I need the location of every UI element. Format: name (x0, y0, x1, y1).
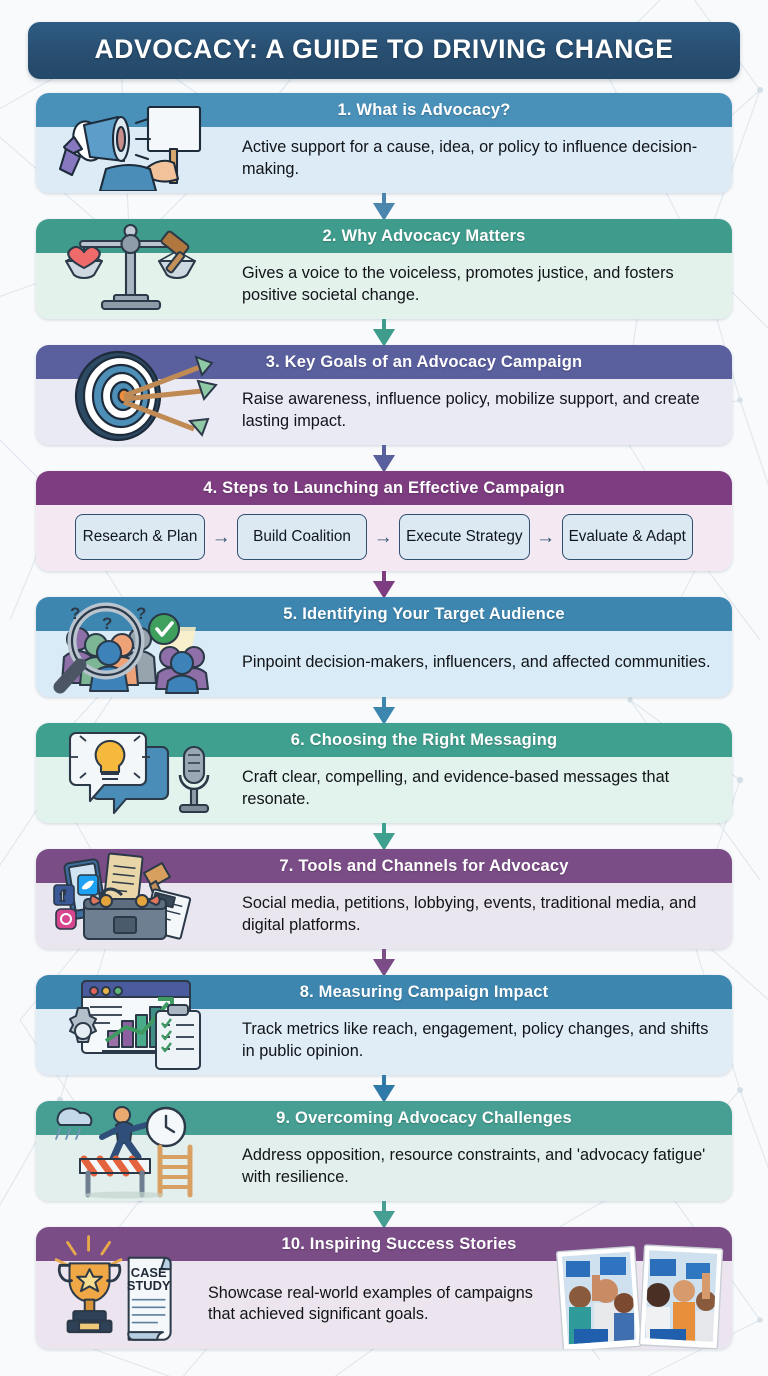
step-arrow-2-icon: → (373, 526, 393, 548)
section-9-text: Address opposition, resource constraints… (242, 1146, 706, 1187)
section-4-steps-row: Research & Plan → Build Coalition → Exec… (36, 505, 732, 572)
section-card-1[interactable]: 1. What is Advocacy? Active support for … (36, 93, 732, 194)
section-10-header: 10. Inspiring Success Stories (36, 1227, 732, 1262)
section-6-header: 6. Choosing the Right Messaging (36, 723, 732, 758)
step-chip-evaluate-adapt[interactable]: Evaluate & Adapt (561, 514, 693, 561)
connector-spacer-top (373, 79, 395, 93)
connector-1-2 (373, 193, 395, 220)
section-4-title: 4. Steps to Launching an Effective Campa… (203, 478, 565, 497)
section-card-2[interactable]: 2. Why Advocacy Matters Gives a voice to… (36, 219, 732, 320)
section-card-7[interactable]: 7. Tools and Channels for Advocacy Socia… (36, 849, 732, 950)
step-arrow-1-icon: → (211, 526, 231, 548)
section-6-title: 6. Choosing the Right Messaging (290, 730, 558, 749)
section-10-body: Showcase real-world examples of campaign… (36, 1261, 732, 1350)
section-1-text: Active support for a cause, idea, or pol… (242, 138, 698, 179)
section-10-title: 10. Inspiring Success Stories (281, 1234, 517, 1253)
title-banner: ADVOCACY: A GUIDE TO DRIVING CHANGE (28, 22, 740, 80)
section-8-header: 8. Measuring Campaign Impact (36, 975, 732, 1010)
section-5-text: Pinpoint decision-makers, influencers, a… (242, 653, 711, 672)
section-9-body: Address opposition, resource constraints… (36, 1135, 732, 1202)
connector-6-7 (373, 823, 395, 850)
connector-8-9 (373, 1075, 395, 1102)
connector-3-4 (373, 445, 395, 472)
section-2-header: 2. Why Advocacy Matters (36, 219, 732, 254)
section-8-body: Track metrics like reach, engagement, po… (36, 1009, 732, 1076)
step-arrow-3-icon: → (536, 526, 556, 548)
section-8-title: 8. Measuring Campaign Impact (299, 982, 549, 1001)
connector-2-3 (373, 319, 395, 346)
section-7-header: 7. Tools and Channels for Advocacy (36, 849, 732, 884)
section-3-title: 3. Key Goals of an Advocacy Campaign (265, 352, 583, 371)
section-5-body: Pinpoint decision-makers, influencers, a… (36, 631, 732, 698)
step-chip-execute-strategy[interactable]: Execute Strategy (399, 514, 530, 561)
section-3-text: Raise awareness, influence policy, mobil… (242, 390, 700, 431)
section-3-body: Raise awareness, influence policy, mobil… (36, 379, 732, 446)
section-6-text: Craft clear, compelling, and evidence-ba… (242, 768, 670, 809)
section-card-8[interactable]: 8. Measuring Campaign Impact Track metri… (36, 975, 732, 1076)
connector-7-8 (373, 949, 395, 976)
section-card-3[interactable]: 3. Key Goals of an Advocacy Campaign Rai… (36, 345, 732, 446)
section-7-body: Social media, petitions, lobbying, event… (36, 883, 732, 950)
section-2-title: 2. Why Advocacy Matters (322, 226, 526, 245)
section-6-body: Craft clear, compelling, and evidence-ba… (36, 757, 732, 824)
step-chip-build-coalition[interactable]: Build Coalition (237, 514, 368, 561)
connector-9-10 (373, 1201, 395, 1228)
section-2-body: Gives a voice to the voiceless, promotes… (36, 253, 732, 320)
section-7-title: 7. Tools and Channels for Advocacy (279, 856, 569, 875)
connector-4-5 (373, 571, 395, 598)
section-card-6[interactable]: 6. Choosing the Right Messaging Craft cl… (36, 723, 732, 824)
section-9-header: 9. Overcoming Advocacy Challenges (36, 1101, 732, 1136)
section-card-4[interactable]: 4. Steps to Launching an Effective Campa… (36, 471, 732, 572)
section-card-9[interactable]: 9. Overcoming Advocacy Challenges Addres… (36, 1101, 732, 1202)
section-card-5[interactable]: 5. Identifying Your Target Audience Pinp… (36, 597, 732, 698)
section-1-header: 1. What is Advocacy? (36, 93, 732, 128)
section-10-text: Showcase real-world examples of campaign… (208, 1283, 533, 1324)
section-2-text: Gives a voice to the voiceless, promotes… (242, 264, 674, 305)
section-3-header: 3. Key Goals of an Advocacy Campaign (36, 345, 732, 380)
section-1-body: Active support for a cause, idea, or pol… (36, 127, 732, 194)
connector-5-6 (373, 697, 395, 724)
section-1-title: 1. What is Advocacy? (337, 100, 511, 119)
section-8-text: Track metrics like reach, engagement, po… (242, 1020, 709, 1061)
section-7-text: Social media, petitions, lobbying, event… (242, 894, 697, 935)
section-5-header: 5. Identifying Your Target Audience (36, 597, 732, 632)
section-9-title: 9. Overcoming Advocacy Challenges (276, 1108, 572, 1127)
section-card-10[interactable]: 10. Inspiring Success Stories Showcase r… (36, 1227, 732, 1350)
section-5-title: 5. Identifying Your Target Audience (283, 604, 565, 623)
section-4-header: 4. Steps to Launching an Effective Campa… (36, 471, 732, 506)
step-chip-research-plan[interactable]: Research & Plan (75, 514, 206, 561)
page-title: ADVOCACY: A GUIDE TO DRIVING CHANGE (94, 34, 674, 64)
